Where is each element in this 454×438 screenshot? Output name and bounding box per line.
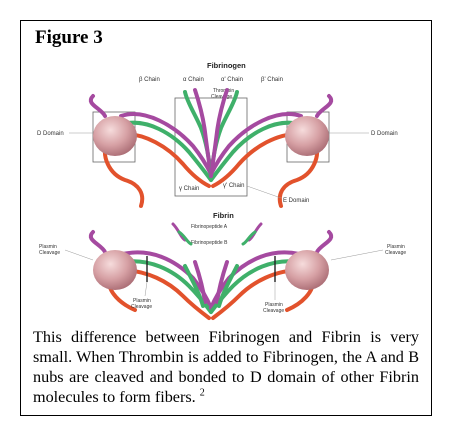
figure-caption: This difference between Fibrinogen and F…: [33, 327, 419, 407]
gamma-prime-chain-label: γ' Chain: [223, 183, 245, 189]
d-domain-blob-left: [93, 116, 137, 156]
plasmin-right-line2: Cleavage: [385, 250, 406, 256]
plasmin-mid-left-line2: Cleavage: [131, 304, 152, 310]
d-domain-label-left: D Domain: [37, 131, 64, 137]
figure-frame: Figure 3 Fibrinogen β Chain α Chain α' C…: [20, 20, 432, 416]
beta-chain-label: β Chain: [139, 77, 160, 83]
plasmin-left-line2: Cleavage: [39, 250, 60, 256]
footnote-marker: 2: [199, 387, 205, 399]
plasmin-right-line1: Plasmin: [387, 244, 405, 250]
fibrin-d-domain-blob-right: [285, 250, 329, 290]
plasmin-left-line1: Plasmin: [39, 244, 57, 250]
fibrin-heading: Fibrin: [213, 211, 234, 220]
alpha-prime-chain-label: α' Chain: [221, 77, 243, 83]
d-domain-blob-right: [285, 116, 329, 156]
fibrinogen-fibrin-diagram: Fibrinogen β Chain α Chain α' Chain β' C…: [37, 61, 406, 320]
plasmin-mid-right-line2: Cleavage: [263, 308, 284, 314]
figure-title: Figure 3: [35, 27, 103, 48]
alpha-chain-label: α Chain: [183, 77, 204, 83]
fibrin-chains: [88, 222, 334, 320]
e-domain-box: [174, 97, 248, 197]
fibrinogen-chains: [88, 88, 334, 208]
thrombin-cleavage-label: Cleavage: [211, 94, 232, 100]
thrombin-label: Thrombin: [213, 88, 234, 94]
beta-prime-chain-label: β' Chain: [261, 77, 283, 83]
fibrin-d-domain-blob-left: [93, 250, 137, 290]
fibrinogen-heading: Fibrinogen: [207, 61, 246, 70]
e-domain-label: E Domain: [283, 198, 309, 204]
d-domain-label-right: D Domain: [371, 131, 398, 137]
caption-text: This difference between Fibrinogen and F…: [33, 328, 419, 406]
gamma-chain-label: γ Chain: [179, 186, 199, 192]
fibrinopeptide-b-label: Fibrinopeptide B: [191, 240, 228, 246]
plasmin-mid-right-line1: Plasmin: [265, 302, 283, 308]
fibrinopeptide-a-label: Fibrinopeptide A: [191, 224, 228, 230]
plasmin-mid-left-line1: Plasmin: [133, 298, 151, 304]
